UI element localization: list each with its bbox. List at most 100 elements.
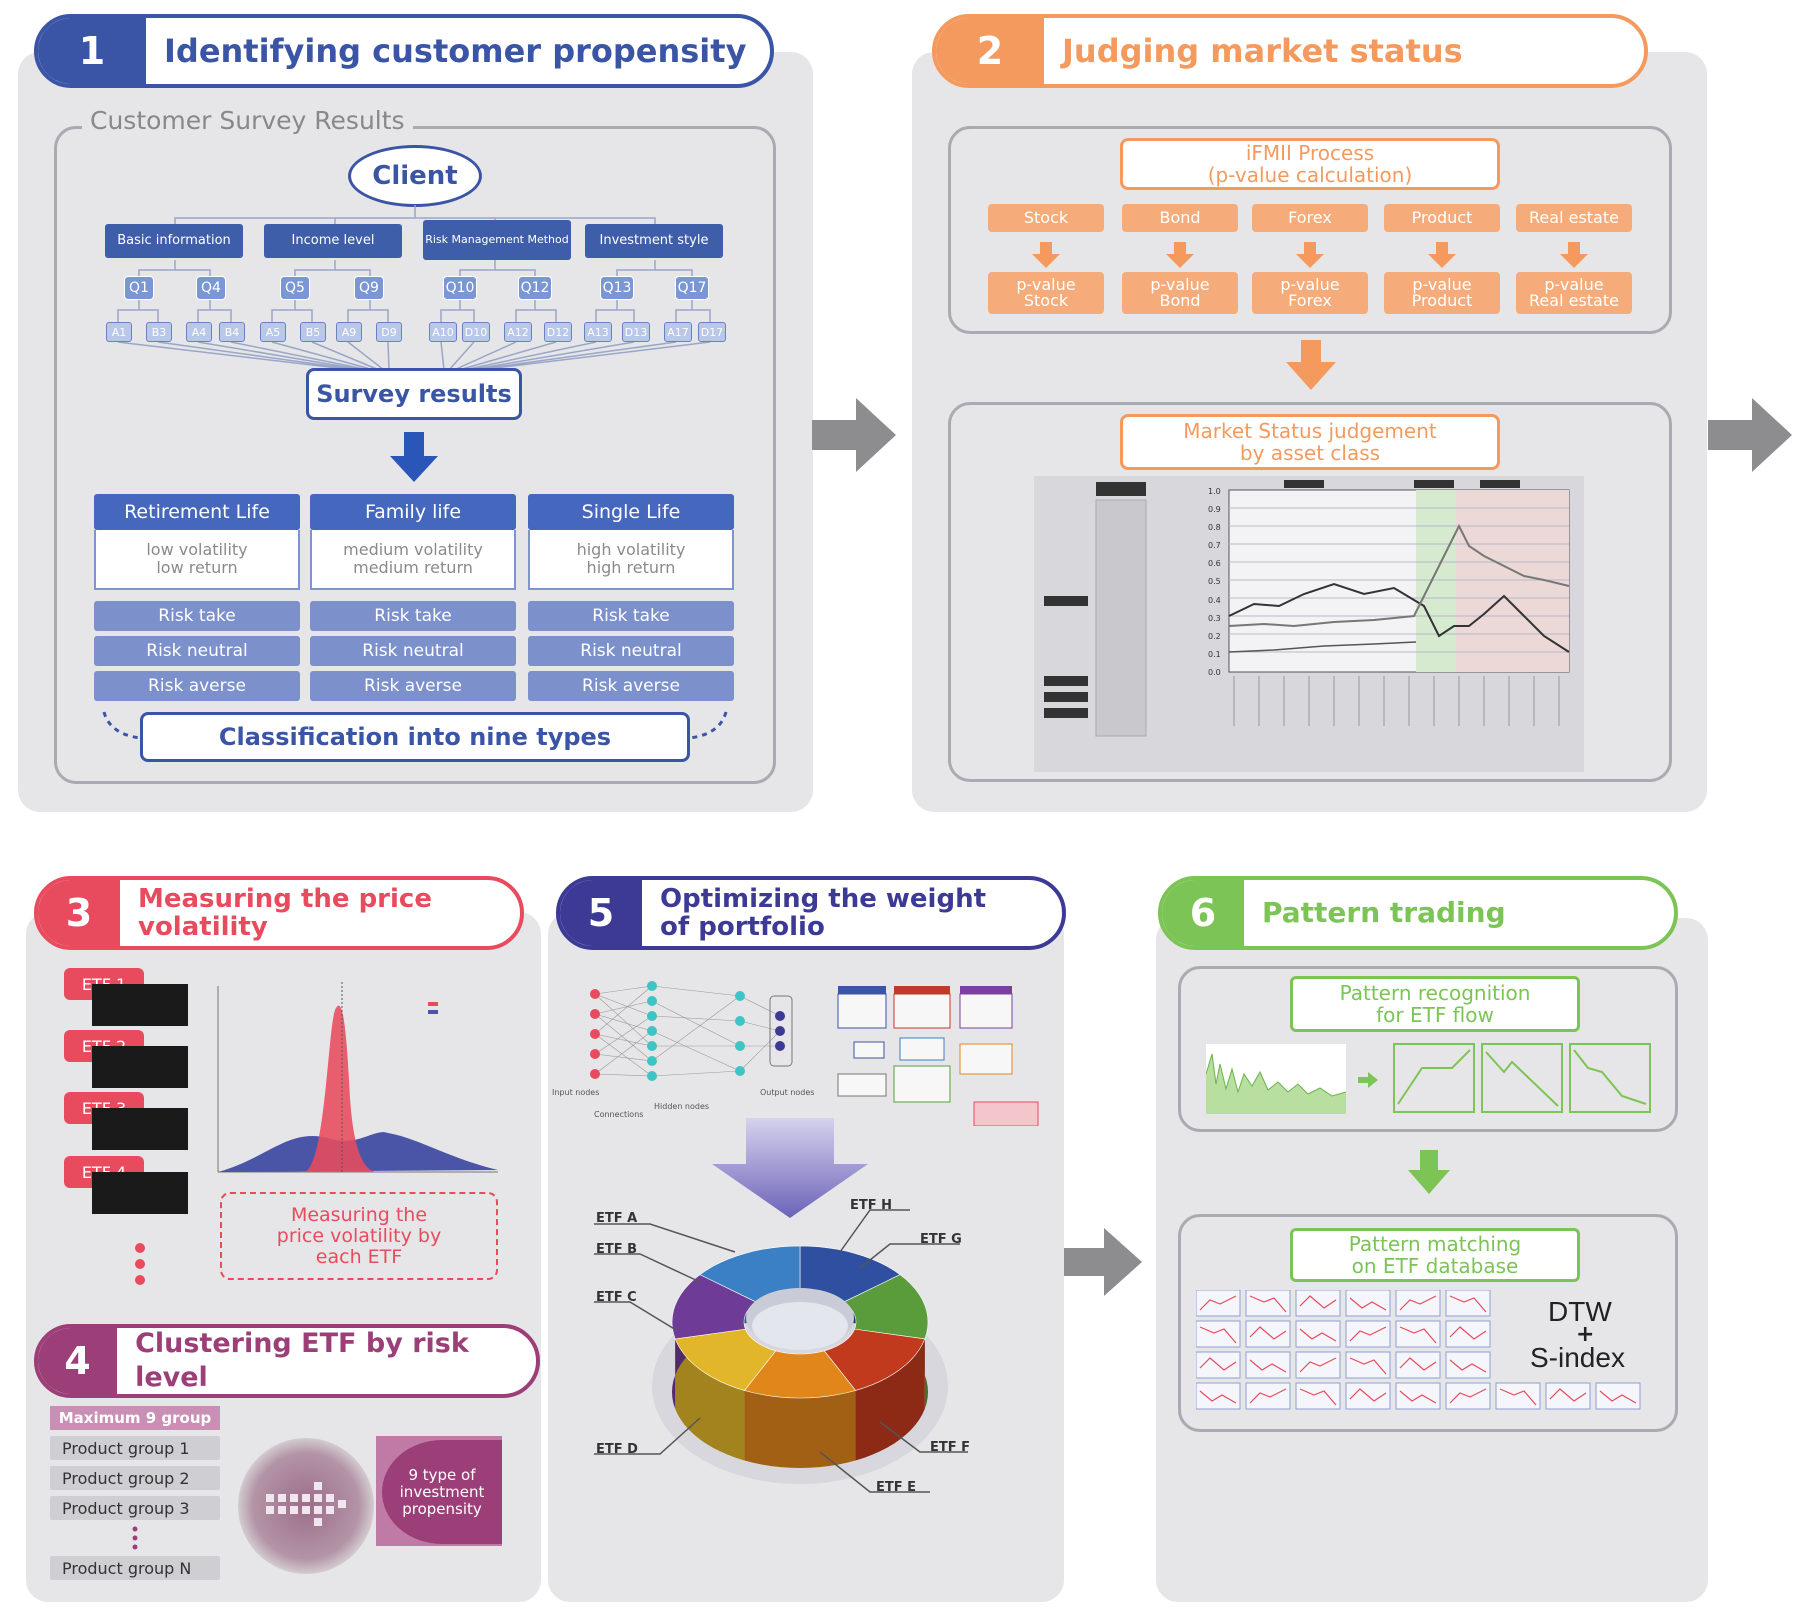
nn-label-connections: Connections — [594, 1110, 644, 1119]
portfolio-donut-chart — [652, 1245, 948, 1484]
answer-d13: D13 — [622, 322, 650, 342]
db-thumb — [1295, 1320, 1341, 1348]
judgement-line1: Market Status judgement — [1183, 419, 1437, 443]
donut-side-3 — [744, 1390, 856, 1468]
answer-a5: A5 — [260, 322, 286, 342]
retirement-desc-2: low return — [156, 558, 238, 577]
db-thumb-line — [1349, 1357, 1387, 1375]
question-q10: Q10 — [443, 276, 477, 300]
match-l2: on ETF database — [1351, 1254, 1519, 1278]
process-line2: (p-value calculation) — [1207, 163, 1413, 187]
sindex-label: S-index — [1530, 1342, 1625, 1373]
db-thumb-line — [1449, 1295, 1487, 1313]
db-thumb-line — [1299, 1388, 1337, 1406]
step5-title-l2: of portfolio — [660, 912, 825, 942]
pvalue-real-estate-l2: Real estate — [1529, 291, 1619, 310]
answer-d17: D17 — [698, 322, 726, 342]
db-thumb-line — [1449, 1388, 1487, 1404]
db-thumb-line — [1299, 1295, 1337, 1309]
ytick: 0.8 — [1208, 523, 1221, 533]
question-q13: Q13 — [600, 276, 634, 300]
db-thumb — [1445, 1351, 1491, 1379]
etf-thumb-1 — [92, 984, 188, 1026]
classification-brackets — [102, 711, 728, 740]
nn-label-output: Output nodes — [760, 1088, 815, 1097]
step5-header: 5 Optimizing the weight of portfolio — [556, 876, 1066, 950]
db-thumb-line — [1499, 1388, 1537, 1406]
db-thumb — [1295, 1351, 1341, 1379]
group-more-dots — [132, 1526, 138, 1550]
pvalue-real-estate-l1: p-value — [1544, 275, 1604, 294]
architecture-diagram — [837, 986, 1039, 1126]
down-arrow-icon-green — [1408, 1150, 1450, 1194]
db-thumb — [1395, 1382, 1441, 1410]
ytick: 0.4 — [1208, 595, 1221, 605]
answer-a17: A17 — [664, 322, 692, 342]
retirement-desc-1: low volatility — [146, 540, 248, 559]
answer-b5: B5 — [300, 322, 326, 342]
nn-label-hidden: Hidden nodes — [654, 1102, 710, 1111]
answer-b4: B4 — [219, 322, 245, 342]
db-thumb-line — [1549, 1388, 1587, 1402]
step5-title: Optimizing the weight of portfolio — [642, 885, 986, 941]
pvalue-stock-l2: Stock — [1023, 291, 1069, 310]
step1-title: Identifying customer propensity — [164, 32, 747, 70]
category-income-level: Income level — [264, 224, 402, 258]
client-node: Client — [348, 145, 482, 207]
risk-neutral-1: Risk neutral — [94, 636, 300, 666]
ytick: 0.2 — [1208, 631, 1221, 641]
right-arrow-icon-3 — [1064, 1228, 1142, 1296]
pvalue-product-l1: p-value — [1412, 275, 1472, 294]
propensity-l3: propensity — [402, 1499, 482, 1518]
answer-a1: A1 — [106, 322, 132, 342]
answer-b3: B3 — [146, 322, 172, 342]
single-desc-1: high volatility — [576, 540, 686, 559]
etf-label-a: ETF A — [596, 1211, 638, 1226]
risk-take-3: Risk take — [528, 601, 734, 631]
ytick: 0.9 — [1208, 505, 1221, 515]
step3-title-l2: volatility — [138, 912, 268, 942]
single-desc-2: high return — [586, 558, 676, 577]
asset-product: Product — [1384, 204, 1500, 232]
life-retirement: Retirement Life — [94, 494, 300, 530]
process-frame — [948, 126, 1672, 334]
db-thumb-line — [1249, 1388, 1287, 1404]
step3-title-l1: Measuring the price — [138, 884, 432, 914]
step2-header: 2 Judging market status — [932, 14, 1648, 88]
db-thumb — [1445, 1382, 1491, 1410]
donut-side-2 — [855, 1338, 925, 1461]
db-thumb-line — [1599, 1390, 1637, 1404]
step4-number: 4 — [38, 1328, 118, 1394]
ytick: 0.1 — [1208, 649, 1221, 659]
step4-title: Clustering ETF by risk level — [135, 1328, 469, 1393]
neural-network-diagram — [590, 981, 793, 1081]
answer-d9: D9 — [376, 322, 402, 342]
question-q12: Q12 — [518, 276, 552, 300]
db-thumb-line — [1399, 1326, 1437, 1344]
db-thumb — [1196, 1382, 1241, 1410]
ytick: 0.6 — [1208, 559, 1221, 569]
etf-thumb-3 — [92, 1108, 188, 1150]
pvalue-real-estate: p-value Real estate — [1516, 272, 1632, 314]
question-q9: Q9 — [354, 276, 384, 300]
ytick: 1.0 — [1208, 487, 1221, 496]
question-q5: Q5 — [280, 276, 310, 300]
ytick: 0.7 — [1208, 541, 1221, 551]
pattern-recognition-node: Pattern recognition for ETF flow — [1290, 976, 1580, 1032]
process-line1: iFMII Process — [1245, 141, 1375, 165]
db-thumb-line — [1249, 1359, 1287, 1373]
etf-thumb-2 — [92, 1046, 188, 1088]
etf-thumb-4 — [92, 1172, 188, 1214]
answer-a13: A13 — [584, 322, 612, 342]
db-thumb — [1295, 1382, 1341, 1410]
question-q4: Q4 — [196, 276, 226, 300]
survey-caption: Customer Survey Results — [82, 106, 413, 135]
step1-header: 1 Identifying customer propensity — [34, 14, 774, 88]
step2-title: Judging market status — [1062, 32, 1463, 70]
recog-l2: for ETF flow — [1376, 1003, 1494, 1027]
db-thumb-line — [1299, 1357, 1337, 1373]
volatility-note: Measuring the price volatility by each E… — [220, 1192, 498, 1280]
max-group-label: Maximum 9 group — [50, 1406, 220, 1430]
propensity-circle: 9 type of investment propensity — [382, 1440, 502, 1544]
plus-label: + — [1576, 1322, 1595, 1347]
